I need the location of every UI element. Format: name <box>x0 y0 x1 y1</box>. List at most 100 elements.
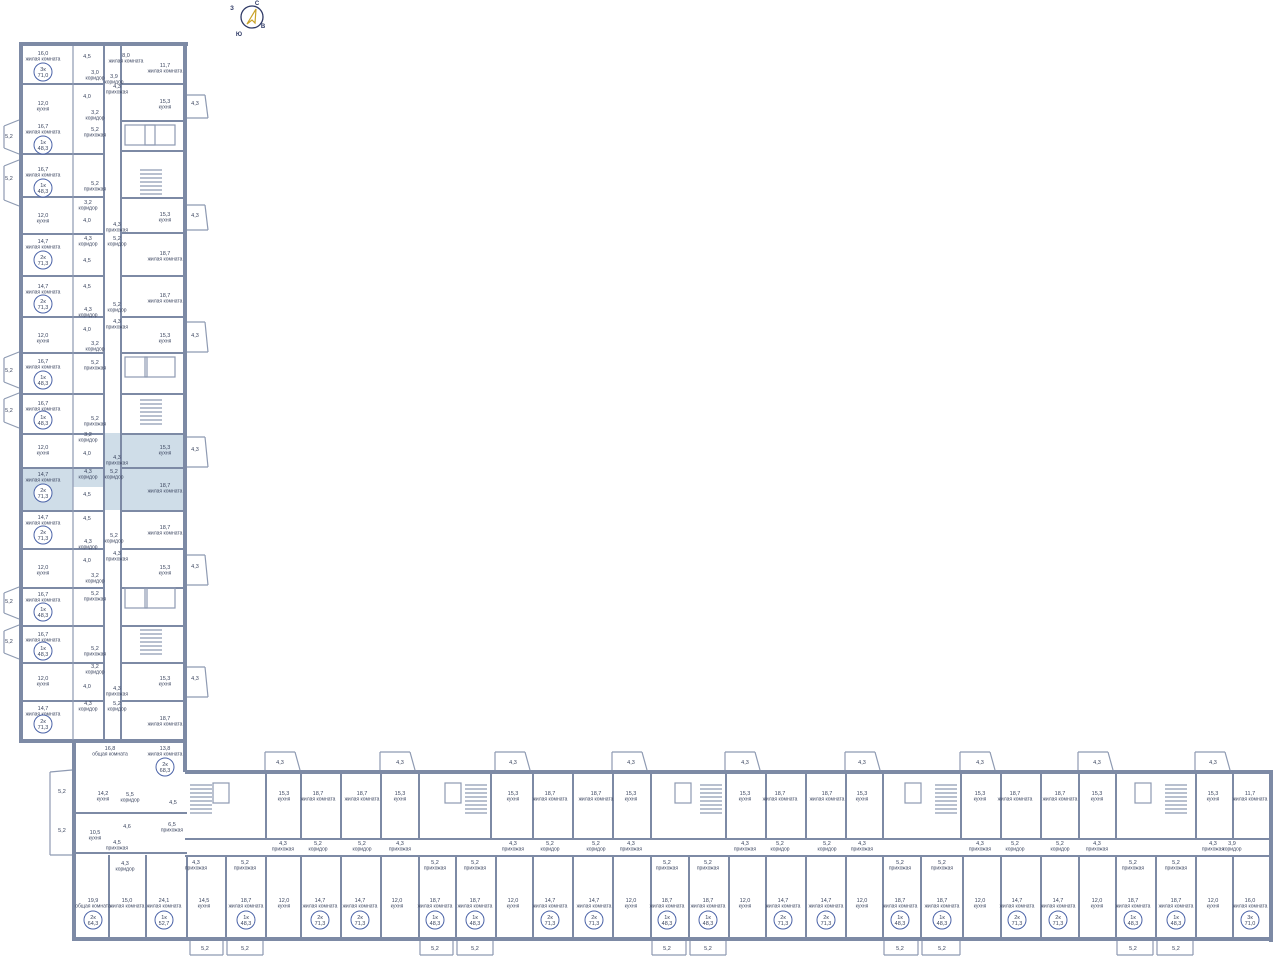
wall <box>19 587 105 589</box>
apartment-area: 48,3 <box>38 421 49 427</box>
apartment-type: 2к <box>40 299 46 305</box>
room-name: коридор <box>104 539 123 545</box>
selected-apartment-highlight[interactable] <box>22 433 183 510</box>
room-name: кухня <box>278 797 291 803</box>
room-name: жилая комната <box>1043 797 1078 803</box>
balcony-label: 5,2 <box>471 946 479 952</box>
balcony-label: 4,3 <box>858 760 866 766</box>
room-area: 14,7 <box>38 284 49 290</box>
apartment-badge-ring <box>350 910 370 930</box>
room-label: 4,5 <box>83 54 91 60</box>
wall <box>120 510 186 512</box>
room-name: кухня <box>97 797 110 803</box>
balcony-label: 4,3 <box>741 760 749 766</box>
room-name: кухня <box>159 218 172 224</box>
partition <box>3 652 20 660</box>
apartment-area: 71,3 <box>1053 921 1064 927</box>
wall <box>1040 855 1042 939</box>
room-name: коридор <box>308 847 327 853</box>
room-area: 5,2 <box>896 946 904 952</box>
room-name: прихожая <box>656 866 679 872</box>
room-name: прихожая <box>1165 866 1188 872</box>
wall <box>845 855 847 939</box>
room-name: прихожая <box>889 866 912 872</box>
room-area: 15,0 <box>122 898 133 904</box>
wall <box>572 774 574 840</box>
apartment-badge-ring <box>465 910 485 930</box>
wall <box>1000 855 1002 939</box>
room-label: 4,3 <box>191 447 199 453</box>
apartment-badge-ring <box>698 910 718 930</box>
room-name: кухня <box>391 904 404 910</box>
wall <box>120 275 186 277</box>
room-name: жилая комната <box>1159 904 1194 910</box>
room-area: 18,7 <box>822 791 833 797</box>
elevator-shaft <box>1134 782 1152 804</box>
wall <box>688 855 690 939</box>
room-area: 16,7 <box>38 124 49 130</box>
room-name: жилая комната <box>650 904 685 910</box>
apartment-badge-ring <box>932 910 952 930</box>
room-area: 5,2 <box>592 841 600 847</box>
wall <box>103 46 105 740</box>
apartment-type: 2к <box>40 530 46 536</box>
partition <box>3 624 20 632</box>
room-area: 15,3 <box>1092 791 1103 797</box>
room-area: 15,3 <box>857 791 868 797</box>
room-area: 18,7 <box>937 898 948 904</box>
room-area: 18,7 <box>313 791 324 797</box>
room-name: кухня <box>159 451 172 457</box>
apartment-badge-ring <box>1240 910 1260 930</box>
room-area: 3,2 <box>91 110 99 116</box>
room-name: коридор <box>104 475 123 481</box>
room-area: 5,2 <box>5 134 13 140</box>
room-name: жилая комната <box>1233 797 1268 803</box>
room-name: жилая комната <box>26 245 61 251</box>
room-name: прихожая <box>851 847 874 853</box>
room-area: 10,5 <box>90 830 101 836</box>
apartment-type: 2к <box>547 915 553 921</box>
room-name: коридор <box>78 438 97 444</box>
